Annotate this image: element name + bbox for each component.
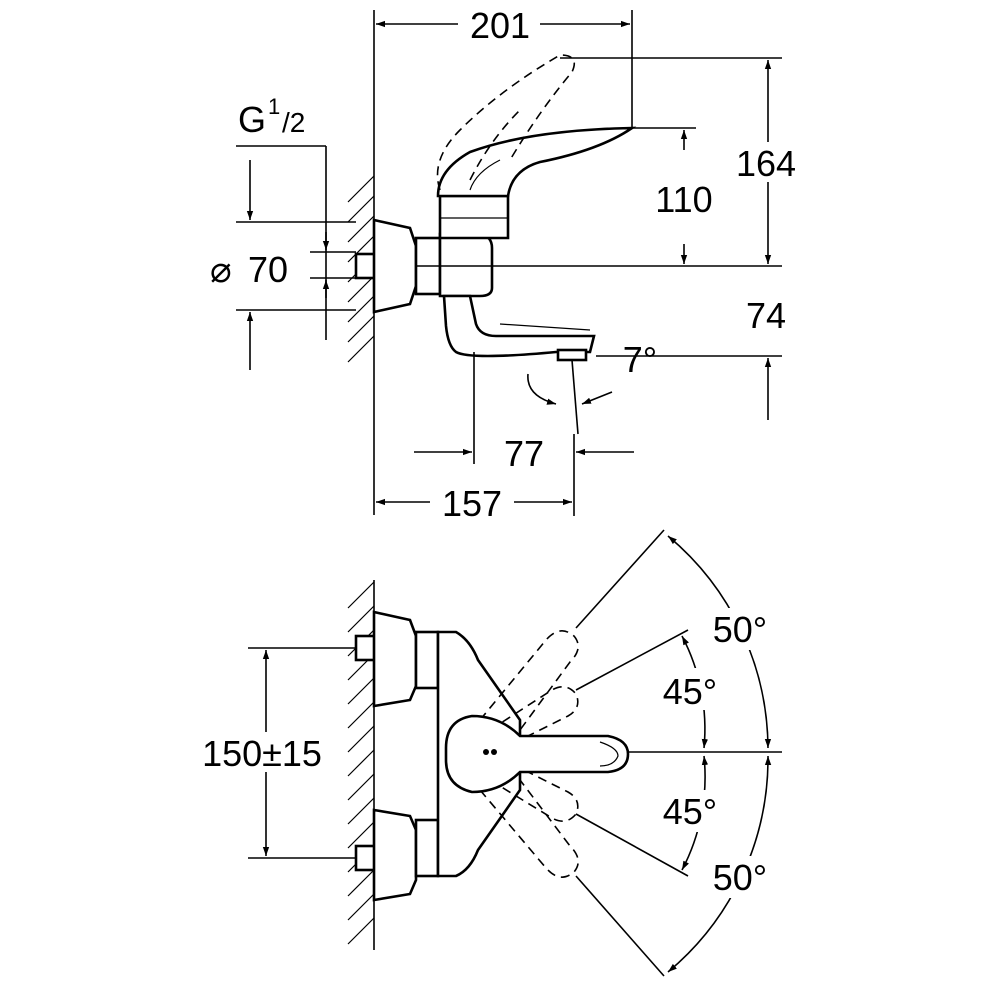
label-diameter-symbol: ⌀ — [210, 249, 232, 290]
label-201: 201 — [470, 5, 530, 46]
label-45-degree-up: 45° — [663, 671, 717, 712]
side-view: 201 G 1 /2 ⌀ 70 — [210, 5, 806, 524]
label-77: 77 — [504, 433, 544, 474]
dim-110: 110 — [632, 127, 713, 264]
dim-164: 164 — [560, 57, 806, 264]
dim-157: 157 — [376, 434, 575, 524]
dim-diameter: ⌀ 70 — [210, 160, 356, 370]
label-157: 157 — [442, 483, 502, 524]
label-thread-sup: 1 — [268, 94, 280, 119]
label-diameter: 70 — [248, 249, 288, 290]
faucet-side — [354, 54, 637, 362]
label-164: 164 — [736, 143, 796, 184]
dim-150: 150±15 — [196, 647, 356, 859]
label-50-degree-down: 50° — [713, 857, 767, 898]
dim-77: 77 — [414, 352, 634, 474]
label-thread-sub: /2 — [282, 107, 305, 138]
label-74: 74 — [746, 295, 786, 336]
dim-201: 201 — [376, 5, 633, 128]
label-45-degree-down: 45° — [663, 791, 717, 832]
faucet-top — [354, 610, 630, 902]
dim-74: 74 — [596, 295, 786, 420]
dim-7-degree: 7° — [527, 339, 657, 435]
label-7-degree: 7° — [623, 339, 657, 380]
top-view: 150±15 50° 45° 45° 50° — [196, 529, 782, 977]
label-50-degree-up: 50° — [713, 609, 767, 650]
label-150-15: 150±15 — [202, 733, 322, 774]
label-110: 110 — [655, 179, 712, 220]
angle-lines — [575, 529, 782, 977]
label-thread-g: G — [238, 99, 266, 140]
